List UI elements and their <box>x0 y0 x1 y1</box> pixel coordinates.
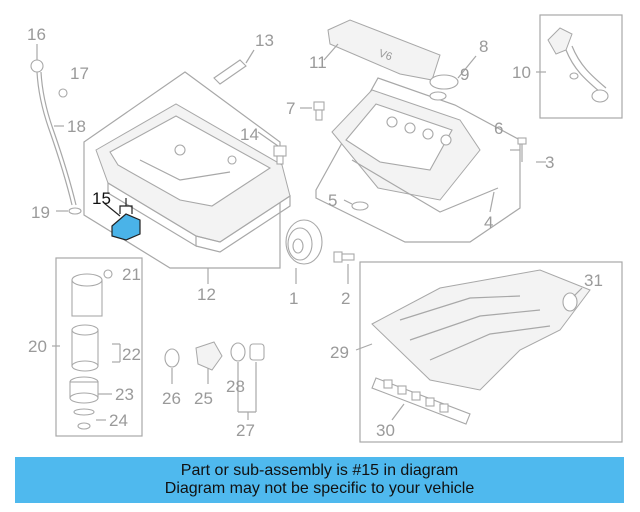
oil-filler-cap <box>429 55 477 101</box>
callout-6: 6 <box>494 119 503 138</box>
info-banner: Part or sub-assembly is #15 in diagram D… <box>15 457 624 503</box>
callout-16: 16 <box>27 25 46 44</box>
callout-28: 28 <box>226 377 245 396</box>
parts-diagram: V6 <box>27 14 623 443</box>
oil-filter-seals <box>73 408 95 430</box>
engine-cover: V6 <box>327 19 441 81</box>
oil-filter-cap <box>69 376 99 404</box>
oil-filter-group-box <box>55 257 143 437</box>
callout-19: 19 <box>31 203 50 222</box>
oil-pan <box>95 103 291 253</box>
callout-15-highlighted: 15 <box>92 189 111 208</box>
callout-22: 22 <box>122 345 141 364</box>
drain-plug <box>257 131 287 165</box>
callout-10: 10 <box>512 63 531 82</box>
bolt-7 <box>300 101 325 121</box>
callout-7: 7 <box>286 99 295 118</box>
callout-29: 29 <box>330 343 349 362</box>
svg-text:V6: V6 <box>377 48 394 64</box>
callout-1: 1 <box>289 289 298 308</box>
sealant-tube <box>213 49 255 85</box>
oil-pan-group-outline <box>83 71 281 269</box>
callout-20: 20 <box>28 337 47 356</box>
callout-31: 31 <box>584 271 603 290</box>
valve-cover-group-outline <box>315 77 521 243</box>
callout-17: 17 <box>70 64 89 83</box>
pulley-bolt <box>333 251 355 284</box>
intake-manifold-box <box>359 261 623 443</box>
callout-9: 9 <box>460 65 469 84</box>
callout-4: 4 <box>484 213 493 232</box>
oil-cooler-parts <box>164 341 265 371</box>
callout-3: 3 <box>545 153 554 172</box>
crank-pulley <box>285 219 323 284</box>
o-ring-31 <box>562 292 578 312</box>
oil-filter-element <box>71 324 99 372</box>
callout-30: 30 <box>376 421 395 440</box>
valve-cover-bolt <box>517 137 527 162</box>
callout-14: 14 <box>240 125 259 144</box>
callout-labels: 1 2 3 4 5 6 7 8 9 10 11 12 13 14 15 16 1… <box>27 25 603 440</box>
callout-11: 11 <box>309 53 327 72</box>
callout-25: 25 <box>194 389 213 408</box>
leader-lines <box>36 43 583 421</box>
callout-13: 13 <box>255 31 274 50</box>
banner-line-2: Diagram may not be specific to your vehi… <box>164 480 475 497</box>
callout-21: 21 <box>122 265 141 284</box>
part-15-oil-strainer <box>103 198 141 241</box>
manifold-gasket <box>371 377 471 425</box>
callout-26: 26 <box>162 389 181 408</box>
callout-27: 27 <box>236 421 255 440</box>
callout-24: 24 <box>109 411 128 430</box>
callout-8: 8 <box>479 37 488 56</box>
callout-2: 2 <box>341 289 350 308</box>
oil-filter-housing <box>71 269 113 317</box>
intake-manifold <box>371 269 591 391</box>
banner-line-1: Part or sub-assembly is #15 in diagram <box>180 462 459 479</box>
valve-cover <box>331 89 499 213</box>
dipstick <box>30 59 82 215</box>
breather-hose-box <box>539 14 623 119</box>
callout-18: 18 <box>67 117 86 136</box>
callout-23: 23 <box>115 385 134 404</box>
callout-12: 12 <box>197 285 216 304</box>
breather-hose <box>547 27 609 103</box>
callout-5: 5 <box>328 191 337 210</box>
